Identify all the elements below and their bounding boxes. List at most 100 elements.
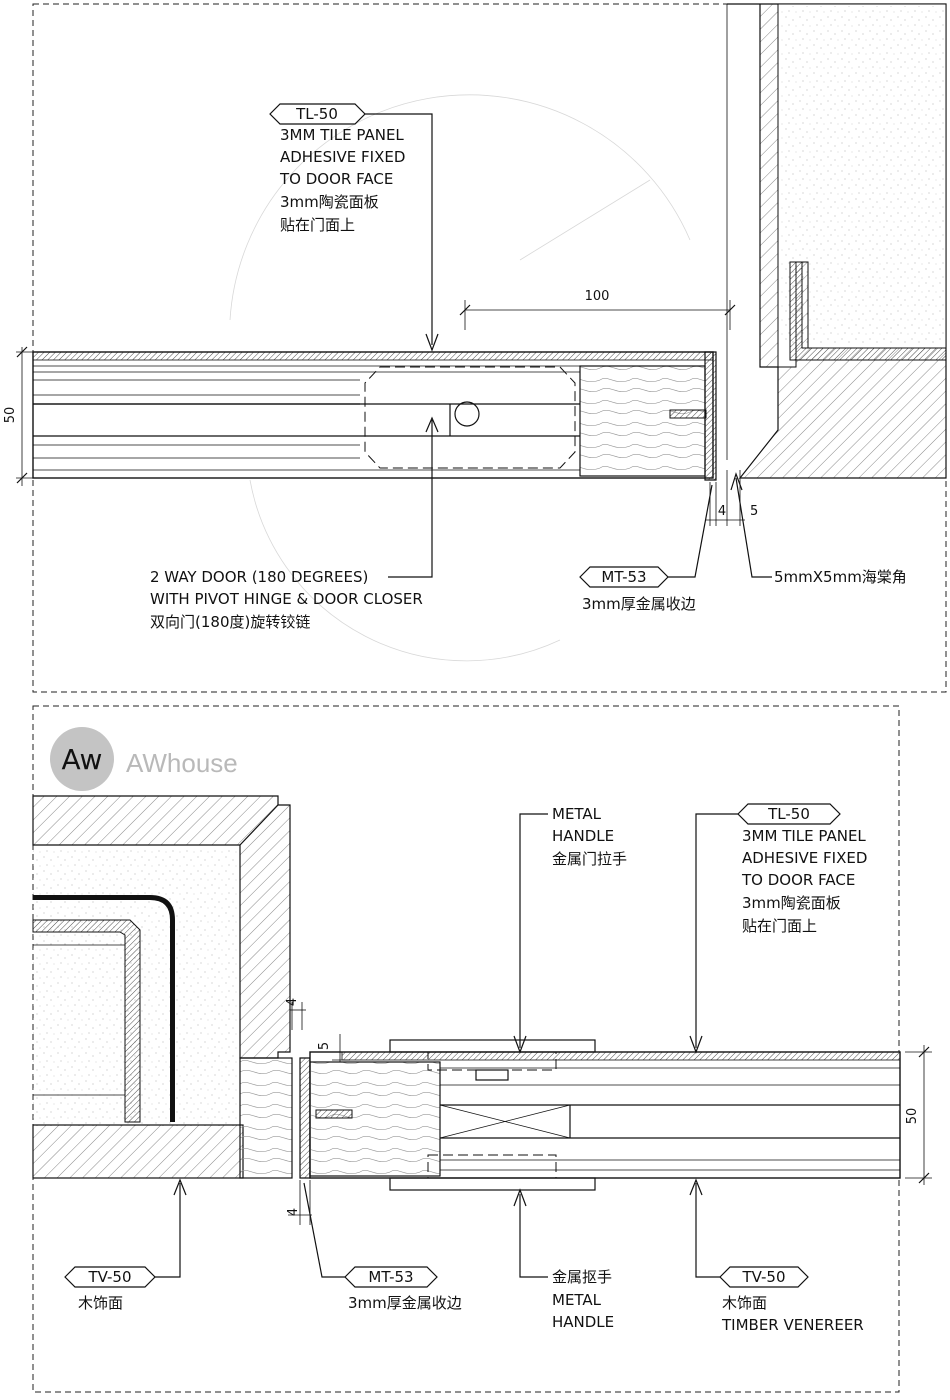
- hinge-text-1: 2 WAY DOOR (180 DEGREES): [150, 568, 368, 586]
- tile-panel: [341, 1051, 901, 1061]
- handle-text-1: METAL: [552, 805, 602, 823]
- metal-trim: [704, 351, 717, 481]
- tl-tag-shape: [269, 103, 366, 125]
- tl-leader: [365, 113, 433, 345]
- dim-4-label: 4: [718, 504, 726, 519]
- tl-arrow: [425, 333, 439, 352]
- tl-text-2: ADHESIVE FIXED: [742, 849, 867, 867]
- tl-text-1: 3MM TILE PANEL: [742, 827, 866, 845]
- pull-arrow: [513, 1188, 527, 1207]
- chamfer-text: 5mmX5mm海棠角: [774, 568, 907, 586]
- tv-left-text: 木饰面: [78, 1294, 123, 1312]
- hinge-text-3: 双向门(180度)旋转铰链: [150, 613, 310, 631]
- dim-100-label: 100: [585, 289, 610, 304]
- hinge-arrow: [425, 416, 439, 433]
- watermark-arc: [249, 479, 561, 662]
- wall-infill: [780, 6, 944, 346]
- mt-tag: MT-53: [368, 1268, 413, 1286]
- tv-left-leader: [155, 1183, 181, 1278]
- dim-50: 50: [905, 1045, 932, 1185]
- awhouse-logo: Aw AWhouse: [50, 727, 238, 791]
- pivot-hinge: [364, 366, 576, 469]
- pull-text-2: METAL: [552, 1291, 602, 1309]
- dim-5-label: 5: [317, 1042, 332, 1050]
- tl-arrow: [689, 1035, 703, 1054]
- pull-leader: [519, 1194, 548, 1278]
- timber-edge: [309, 1061, 441, 1177]
- metal-pull-plate: [389, 1177, 596, 1191]
- tl-leader: [695, 813, 738, 1048]
- logo-mark: [50, 727, 114, 791]
- inner-channel: [32, 919, 141, 1123]
- bottom-detail: Aw AWhouse: [32, 705, 932, 1393]
- top-detail: TL-50 3MM TILE PANEL ADHESIVE FIXED TO D…: [3, 3, 947, 693]
- pull-text-1: 金属抠手: [552, 1268, 612, 1286]
- tl-text-3: TO DOOR FACE: [741, 871, 855, 889]
- tv-right-text-2: TIMBER VENEREER: [721, 1316, 864, 1334]
- dim-100: 100: [459, 289, 736, 330]
- dim-4-bottom-label: 4: [286, 1208, 301, 1216]
- tv-right-text-1: 木饰面: [722, 1294, 767, 1312]
- mt-tag-shape: [579, 566, 669, 588]
- tv-right-tag-shape: [719, 1266, 809, 1288]
- tl-text-4: 3mm陶瓷面板: [742, 894, 841, 912]
- metal-handle-plate: [389, 1039, 596, 1053]
- dim-50-label: 50: [905, 1108, 920, 1125]
- handle-text-3: 金属门拉手: [552, 850, 627, 868]
- tl-text-4: 3mm陶瓷面板: [280, 193, 379, 211]
- hinge-leader: [388, 420, 433, 578]
- tile-panel: [32, 351, 714, 361]
- timber-base: [32, 1124, 244, 1179]
- mt-tag-shape: [344, 1266, 438, 1288]
- tl-tag: TL-50: [295, 105, 338, 123]
- tv-left-arrow: [173, 1178, 187, 1196]
- dim-4-top: 4: [285, 998, 306, 1030]
- dim-4-5: 4 5: [705, 470, 758, 526]
- tv-left-tag-shape: [64, 1266, 156, 1288]
- door-core-lines: [33, 365, 580, 471]
- pull-body: [427, 1154, 557, 1179]
- chamfer-arrow: [730, 472, 743, 491]
- tl-text-1: 3MM TILE PANEL: [280, 126, 404, 144]
- handle-text-2: HANDLE: [552, 827, 614, 845]
- mt-text: 3mm厚金属收边: [348, 1294, 462, 1312]
- dim-50-label: 50: [3, 407, 18, 424]
- tl-text-5: 贴在门面上: [742, 917, 817, 935]
- tl-text-3: TO DOOR FACE: [279, 170, 393, 188]
- fixing-plate: [315, 1109, 353, 1119]
- dim-50: 50: [3, 346, 40, 486]
- timber-edge: [579, 365, 706, 477]
- metal-trim: [299, 1057, 311, 1179]
- tl-tag: TL-50: [767, 805, 810, 823]
- tl-text-2: ADHESIVE FIXED: [280, 148, 405, 166]
- handle-arrow: [513, 1035, 527, 1054]
- tv-left-tag: TV-50: [87, 1268, 131, 1286]
- chamfer-leader: [735, 477, 772, 578]
- wall-chamfer: [239, 804, 279, 846]
- handle-screw: [475, 1069, 509, 1081]
- mt-leader: [668, 484, 713, 578]
- mt-tag: MT-53: [601, 568, 646, 586]
- tl-text-5: 贴在门面上: [280, 216, 355, 234]
- logo-text: AWhouse: [126, 748, 238, 778]
- handle-leader: [519, 813, 548, 1048]
- wall-section: [32, 795, 291, 1059]
- logo-mark-text: Aw: [62, 743, 103, 776]
- fixing-plate: [669, 409, 707, 419]
- tv-right-tag: TV-50: [741, 1268, 785, 1286]
- pivot-pin: [454, 401, 480, 427]
- tv-right-arrow: [689, 1178, 703, 1196]
- mt-leader: [303, 1182, 345, 1278]
- watermark-arc: [229, 94, 691, 321]
- watermark-line: [519, 179, 651, 261]
- angle-profile: [789, 261, 947, 361]
- door-core-lines: [439, 1067, 900, 1171]
- mt-text: 3mm厚金属收边: [582, 595, 696, 613]
- dim-5-label: 5: [750, 504, 758, 519]
- hinge-text-2: WITH PIVOT HINGE & DOOR CLOSER: [150, 590, 423, 608]
- timber-post: [239, 1057, 293, 1179]
- tl-tag-shape: [737, 803, 841, 825]
- pull-text-3: HANDLE: [552, 1313, 614, 1331]
- tv-right-leader: [695, 1183, 720, 1278]
